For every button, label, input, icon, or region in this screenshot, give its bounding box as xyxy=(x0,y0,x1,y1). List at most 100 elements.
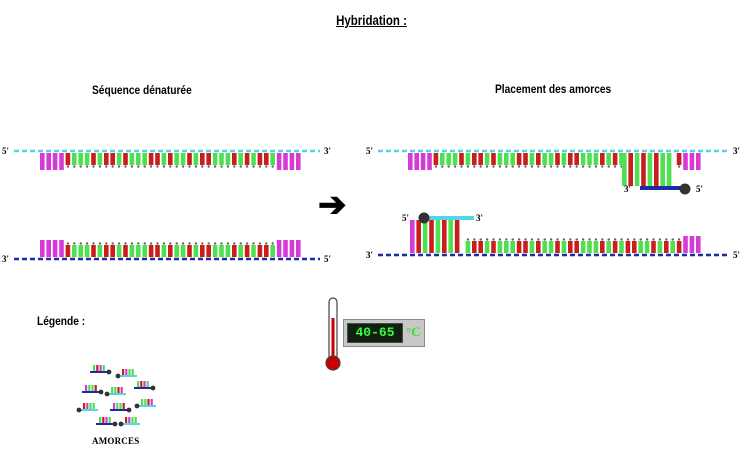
right-top-strand-base-dot xyxy=(594,165,598,168)
right-top-strand-base-dot xyxy=(562,165,566,168)
right-bottom-strand-base-dot xyxy=(562,238,566,241)
left-top-strand-base xyxy=(270,153,275,165)
left-bottom-strand-base xyxy=(110,245,115,257)
legend-primer xyxy=(76,403,98,413)
left-bottom-strand-base xyxy=(59,240,64,257)
primers-legend-icon xyxy=(76,365,156,427)
legend-primer-base xyxy=(85,385,88,392)
right-top-strand-base-dot xyxy=(511,165,514,168)
right-bottom-strand-base xyxy=(683,236,688,253)
left-bottom-strand-base xyxy=(219,245,224,257)
left-top-strand-base xyxy=(65,153,71,165)
right-top-strand-base xyxy=(420,153,426,170)
right-top-strand-base-dot xyxy=(537,165,540,168)
right-top-strand-base-dot xyxy=(485,165,489,168)
right-top-strand-base xyxy=(504,153,509,165)
left-bottom-end-left: 3' xyxy=(2,254,9,264)
left-bottom-strand-base-dot xyxy=(213,242,217,245)
right-bottom-strand-base xyxy=(497,241,503,253)
right-bottom-strand-base xyxy=(587,241,592,253)
left-bottom-strand-base xyxy=(276,240,282,257)
legend-primer-base xyxy=(119,403,122,410)
left-top-strand-base-dot xyxy=(233,165,236,168)
right-bottom-strand-base xyxy=(523,241,528,253)
left-bottom-strand-base xyxy=(52,240,58,257)
primer-top-base xyxy=(660,153,665,186)
legend-primer-cap xyxy=(76,407,82,413)
left-bottom-strand-base xyxy=(264,245,269,257)
left-bottom-strand-base-dot xyxy=(124,242,127,245)
left-bottom-strand-base-dot xyxy=(169,242,172,245)
left-top-strand-base-dot xyxy=(162,165,166,168)
left-top-strand-base xyxy=(148,153,154,165)
right-top-strand-base xyxy=(683,153,688,170)
right-top-strand-base xyxy=(414,153,419,170)
right-bottom-strand-base xyxy=(664,241,669,253)
left-bottom-strand xyxy=(14,240,320,261)
left-bottom-strand-base xyxy=(136,245,141,257)
right-bottom-strand-base xyxy=(696,236,701,253)
primer-top-base xyxy=(622,153,627,186)
left-top-strand-base xyxy=(155,153,160,165)
right-top-strand-base-dot xyxy=(588,165,591,168)
left-top-strand-base xyxy=(244,153,250,165)
legend-primer xyxy=(134,381,156,391)
left-bottom-strand-base xyxy=(155,245,160,257)
right-bottom-strand-base-dot xyxy=(626,238,630,241)
right-bottom-strand-base-dot xyxy=(492,238,495,241)
right-top-strand-base xyxy=(510,153,515,165)
right-bottom-strand-base xyxy=(580,241,586,253)
right-bottom-strand-base-dot xyxy=(473,238,476,241)
left-top-strand-base xyxy=(257,153,263,165)
right-top-strand-base xyxy=(593,153,599,165)
legend-primer xyxy=(96,417,118,427)
primer-top-end-right: 5' xyxy=(696,184,703,194)
left-top-strand-base-dot xyxy=(226,165,230,168)
right-top-strand-base xyxy=(452,153,458,165)
right-bottom-strand-base-dot xyxy=(594,238,598,241)
left-bottom-strand-base-dot xyxy=(188,242,191,245)
right-bottom-strand xyxy=(378,236,730,257)
legend-primer-base xyxy=(116,403,119,410)
left-bottom-strand-base xyxy=(116,245,122,257)
left-top-strand-base-dot xyxy=(73,165,76,168)
right-top-strand-base-dot xyxy=(479,165,482,168)
primer-bottom-cap xyxy=(418,212,430,224)
left-bottom-strand-base xyxy=(225,245,231,257)
left-top-strand-base xyxy=(283,153,288,170)
right-top-strand-base-dot xyxy=(517,165,521,168)
primer-bottom-base xyxy=(435,220,441,253)
right-bottom-strand-base xyxy=(625,241,631,253)
right-top-strand-base xyxy=(542,153,547,165)
primer-bottom-base xyxy=(448,220,453,253)
right-top-strand-base xyxy=(676,153,682,165)
left-top-strand-base-dot xyxy=(92,165,95,168)
right-bottom-strand-base xyxy=(478,241,483,253)
left-bottom-strand-base xyxy=(206,245,211,257)
right-top-strand-base xyxy=(472,153,477,165)
left-top-strand-base xyxy=(123,153,128,165)
left-bottom-strand-base xyxy=(46,240,51,257)
left-top-strand-base-dot xyxy=(265,165,268,168)
primer-bottom-end-right: 3' xyxy=(476,213,483,223)
legend-title: Légende : xyxy=(37,314,86,328)
right-top-strand-base-dot xyxy=(607,165,610,168)
right-bottom-strand-base xyxy=(676,241,682,253)
primer-bottom-base xyxy=(429,220,434,253)
primer-top-base xyxy=(628,153,633,186)
legend-primer-base xyxy=(131,417,134,424)
legend-primer-cap xyxy=(104,391,110,397)
right-bottom-strand-base-dot xyxy=(671,238,674,241)
right-bottom-strand-base-dot xyxy=(581,238,585,241)
legend-primer-base xyxy=(108,417,111,424)
right-top-strand-base xyxy=(587,153,592,165)
right-top-strand-base-dot xyxy=(543,165,546,168)
left-bottom-strand-base xyxy=(123,245,128,257)
left-top-strand-base xyxy=(52,153,58,170)
primer-bottom-end-left: 5' xyxy=(402,213,409,223)
legend-primer-base xyxy=(128,417,131,424)
left-bottom-strand-base-dot xyxy=(252,242,255,245)
left-top-strand-base-dot xyxy=(271,165,274,168)
left-top-strand-base-dot xyxy=(143,165,146,168)
